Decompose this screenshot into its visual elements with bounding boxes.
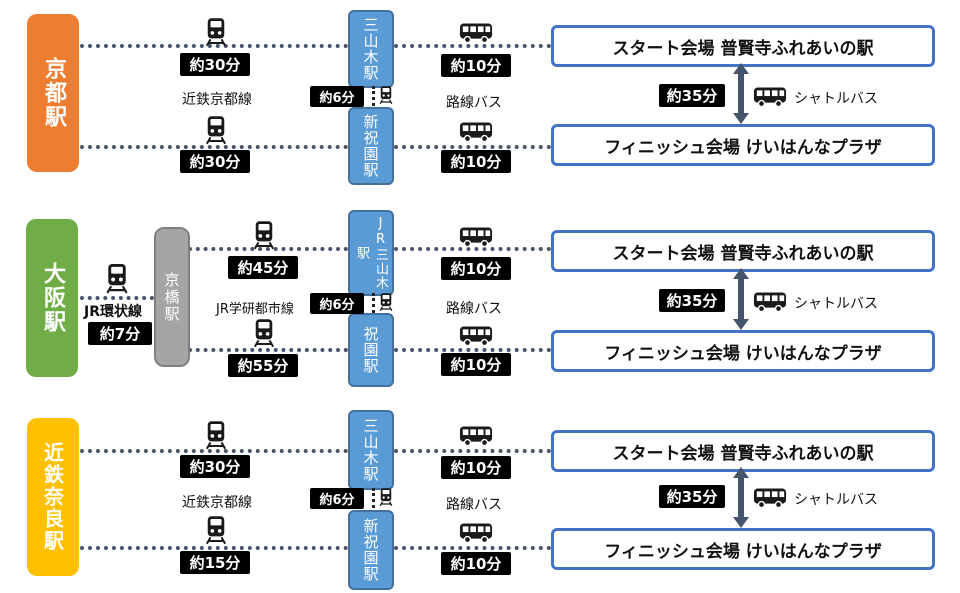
rail-line-label: 近鉄京都線 <box>182 92 252 108</box>
finish-venue: フィニッシュ会場 けいはんなプラザ <box>551 528 935 570</box>
train-icon <box>253 318 275 348</box>
station-lower: 新祝園駅 <box>348 510 394 590</box>
shuttle-time-badge: 約35分 <box>659 485 725 508</box>
bus-icon <box>459 22 493 44</box>
origin-station: 近鉄奈良駅 <box>27 418 79 576</box>
shuttle-arrow <box>733 467 749 528</box>
station-upper: 三山木駅 <box>348 10 394 88</box>
transfer-line-label: JR環状線 <box>84 304 142 320</box>
shuttle-arrow <box>733 63 749 124</box>
bus-icon <box>459 121 493 143</box>
station-upper: 三山木駅 <box>348 410 394 490</box>
train-time-badge: 約30分 <box>180 53 250 76</box>
transfer-time-badge: 約7分 <box>88 322 152 345</box>
bus-time-badge: 約10分 <box>441 54 511 77</box>
walk-time-badge: 約6分 <box>310 488 364 509</box>
station-lower: 新祝園駅 <box>348 107 394 185</box>
bus-icon <box>753 487 787 509</box>
bus-time-badge: 約10分 <box>441 552 511 575</box>
train-icon <box>379 292 393 312</box>
shuttle-label: シャトルバス <box>794 492 878 508</box>
finish-venue: フィニッシュ会場 けいはんなプラザ <box>551 330 935 372</box>
walk-time-badge: 約6分 <box>310 86 364 107</box>
train-icon <box>205 17 227 47</box>
train-icon <box>105 263 129 294</box>
bus-line-label: 路線バス <box>446 497 502 513</box>
bus-time-badge: 約10分 <box>441 257 511 280</box>
bus-icon <box>459 425 493 447</box>
origin-station: 京都駅 <box>27 14 79 172</box>
start-venue: スタート会場 普賢寺ふれあいの駅 <box>551 230 935 272</box>
bus-time-badge: 約10分 <box>441 353 511 376</box>
shuttle-time-badge: 約35分 <box>659 289 725 312</box>
bus-icon <box>459 522 493 544</box>
shuttle-label: シャトルバス <box>794 91 878 107</box>
train-time-badge: 約55分 <box>228 354 298 377</box>
bus-icon <box>753 291 787 313</box>
train-icon <box>253 220 275 250</box>
origin-station: 大阪駅 <box>26 219 78 377</box>
bus-icon <box>459 325 493 347</box>
train-icon <box>379 85 393 105</box>
transfer-station: 京橋駅 <box>154 227 190 367</box>
bus-time-badge: 約10分 <box>441 150 511 173</box>
walk-time-badge: 約6分 <box>310 293 364 314</box>
train-time-badge: 約30分 <box>180 455 250 478</box>
train-icon <box>379 487 393 507</box>
start-venue: スタート会場 普賢寺ふれあいの駅 <box>551 25 935 67</box>
bus-time-badge: 約10分 <box>441 456 511 479</box>
finish-venue: フィニッシュ会場 けいはんなプラザ <box>551 124 935 166</box>
station-lower: 祝園駅 <box>348 313 394 387</box>
shuttle-arrow <box>733 268 749 330</box>
station-upper: JR三山木駅 <box>348 210 394 296</box>
train-time-badge: 約45分 <box>228 256 298 279</box>
train-time-badge: 約30分 <box>180 150 250 173</box>
train-icon <box>205 115 227 145</box>
shuttle-time-badge: 約35分 <box>659 84 725 107</box>
bus-icon <box>753 86 787 108</box>
train-icon <box>205 420 227 450</box>
rail-line-label: JR学研都市線 <box>216 302 294 317</box>
shuttle-label: シャトルバス <box>794 296 878 312</box>
train-time-badge: 約15分 <box>180 551 250 574</box>
train-icon <box>205 515 227 545</box>
bus-icon <box>459 226 493 248</box>
bus-line-label: 路線バス <box>446 301 502 317</box>
rail-line-label: 近鉄京都線 <box>182 495 252 511</box>
bus-line-label: 路線バス <box>446 95 502 111</box>
